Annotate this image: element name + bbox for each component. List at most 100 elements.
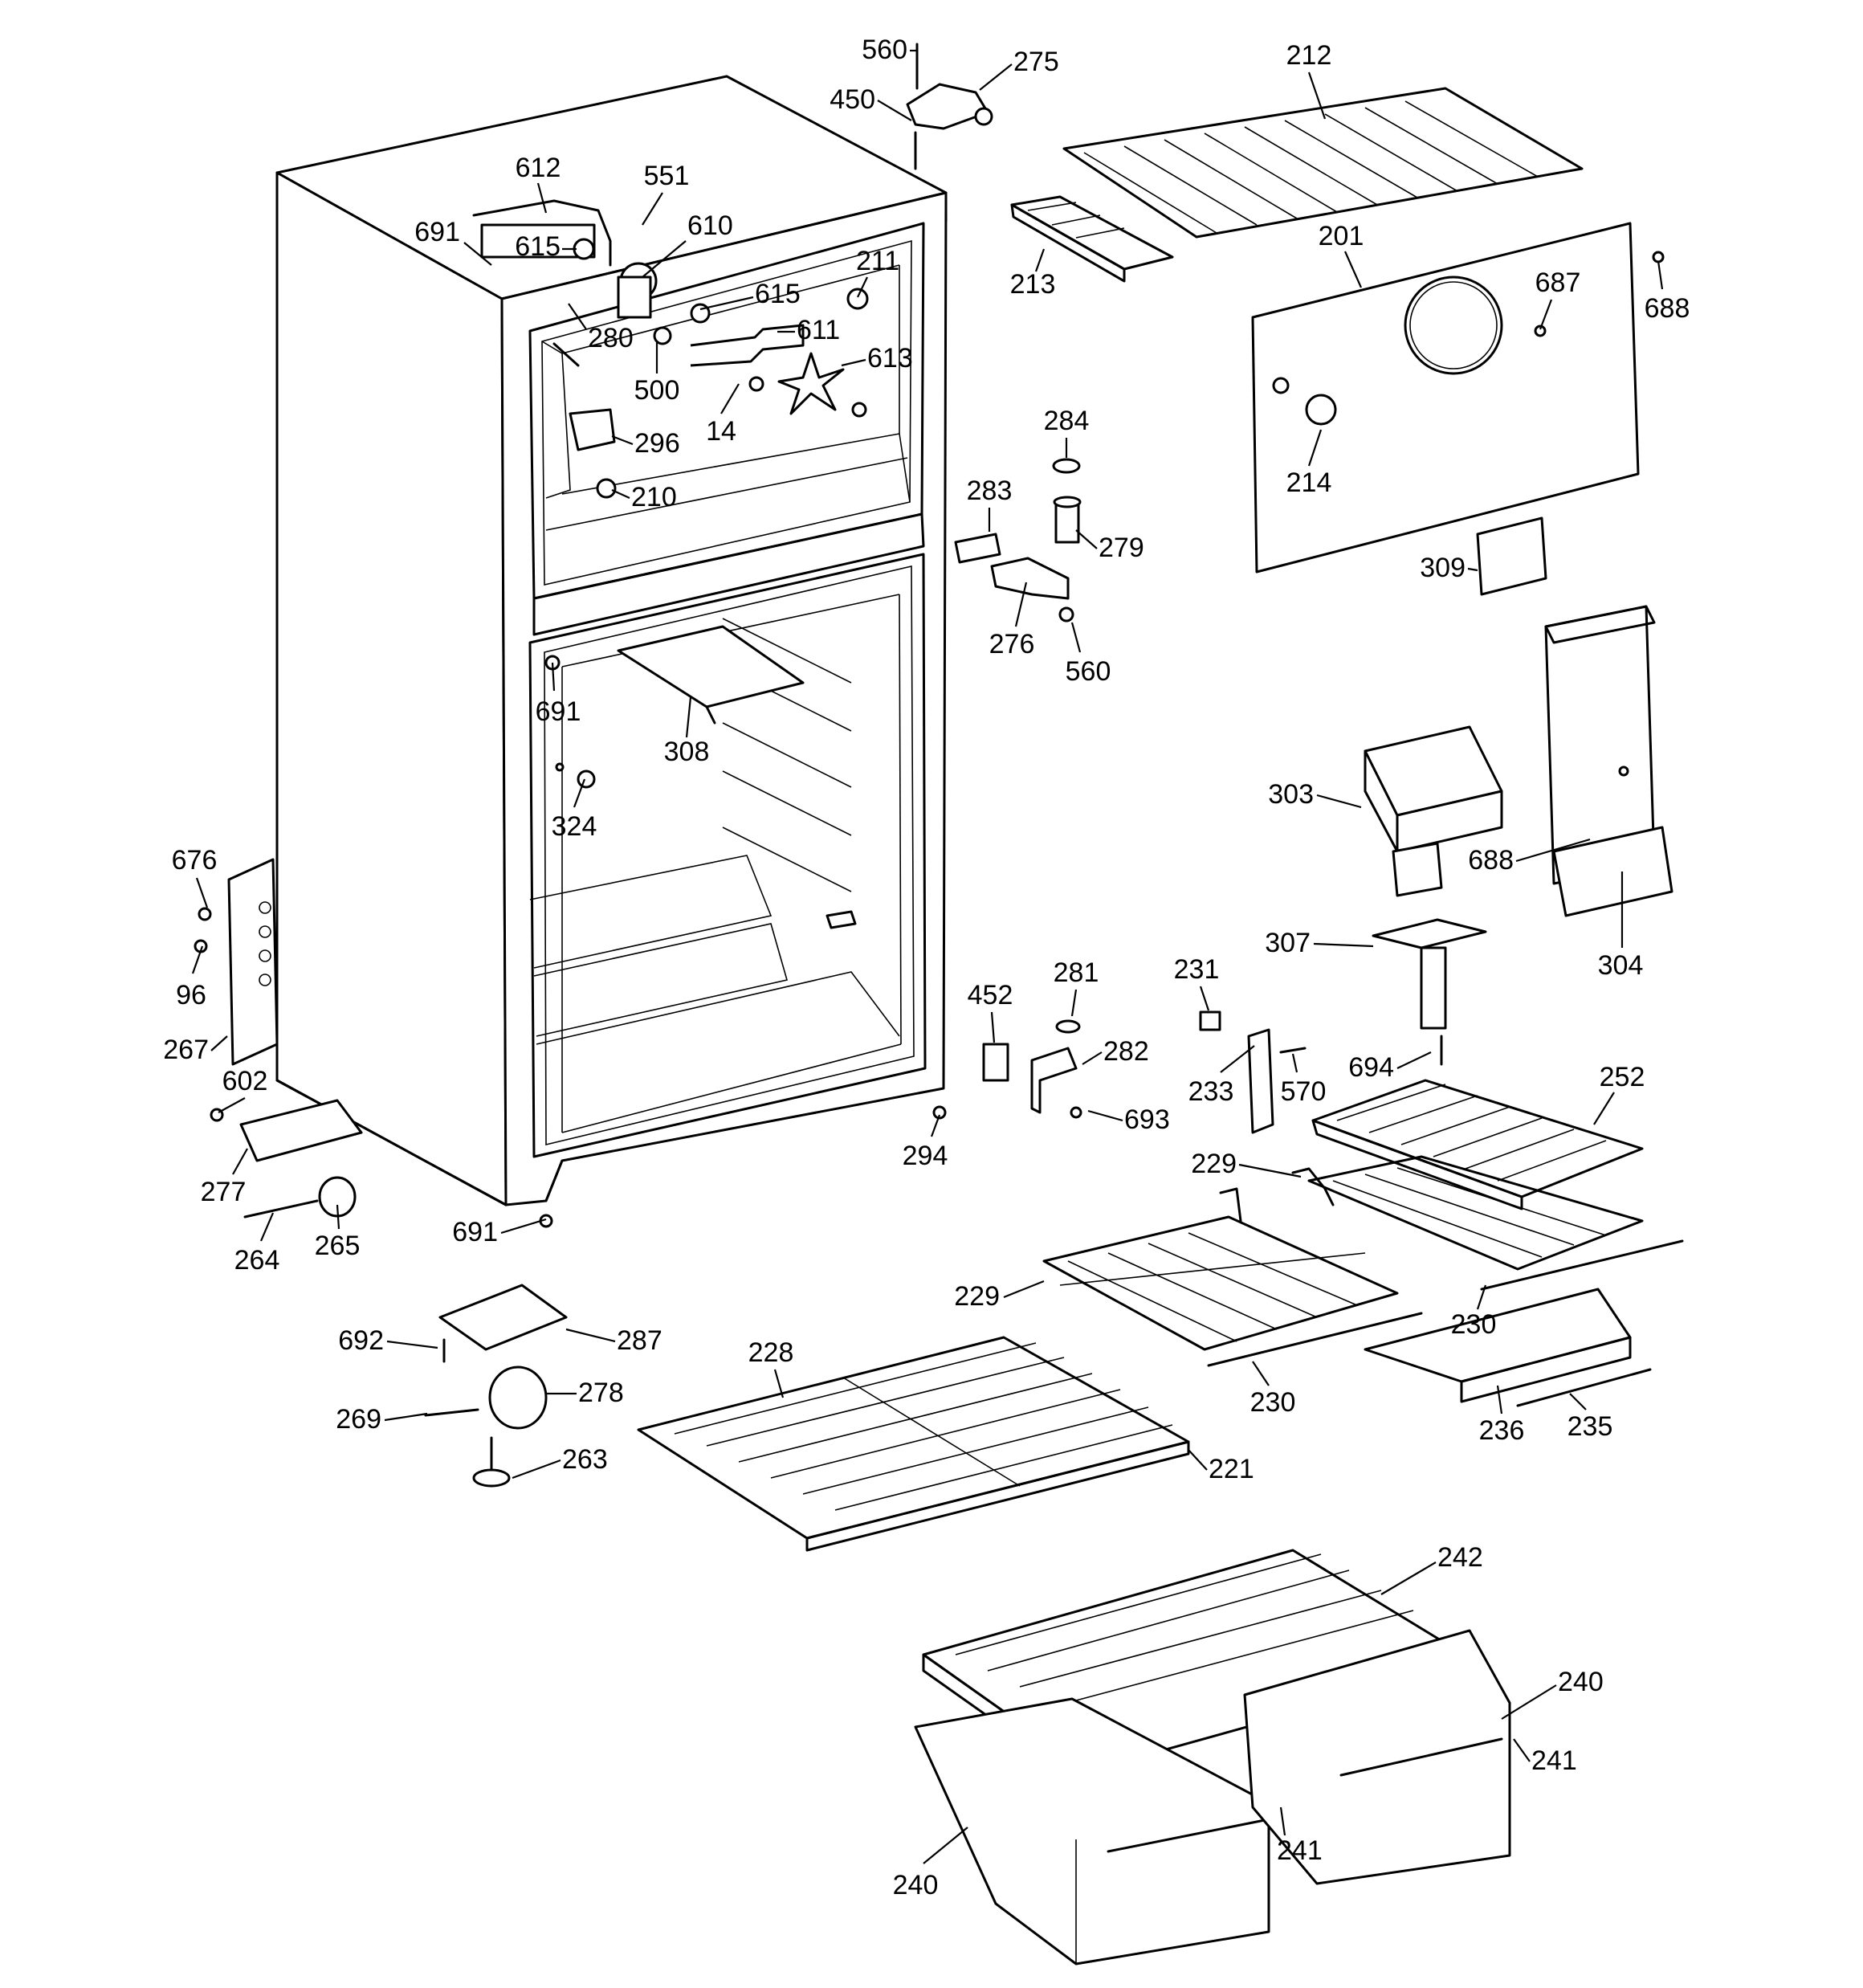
leader-line-309 — [1467, 567, 1478, 572]
leader-line-14 — [720, 383, 740, 414]
part-label-212: 212 — [1286, 40, 1332, 71]
part-label-687: 687 — [1535, 267, 1581, 298]
fresh-food-components — [544, 625, 857, 929]
leader-line-691 — [463, 242, 492, 266]
leader-line-229 — [1003, 1280, 1045, 1299]
leader-line-280 — [568, 303, 587, 330]
bottom-hardware — [424, 1105, 947, 1488]
left-hardware — [194, 858, 553, 1228]
leader-line-211 — [857, 276, 868, 298]
leader-line-324 — [573, 778, 586, 808]
leader-line-213 — [1034, 248, 1046, 272]
shelf-support-parts — [1199, 1010, 1307, 1134]
leader-line-263 — [512, 1459, 561, 1480]
air-duct-304 — [1544, 605, 1673, 917]
leader-line-230 — [1252, 1361, 1270, 1386]
leader-line-287 — [565, 1328, 616, 1343]
leader-line-276 — [1014, 582, 1028, 627]
part-label-281: 281 — [1054, 957, 1099, 988]
part-label-233: 233 — [1188, 1076, 1234, 1107]
shelf-229-left — [1042, 1187, 1399, 1351]
part-label-241: 241 — [1277, 1835, 1323, 1866]
part-label-275: 275 — [1013, 47, 1059, 77]
part-label-694: 694 — [1348, 1052, 1394, 1083]
part-label-612: 612 — [516, 153, 561, 183]
part-label-278: 278 — [578, 1378, 624, 1408]
leader-line-229 — [1238, 1163, 1302, 1178]
leader-line-303 — [1316, 794, 1362, 809]
part-label-602: 602 — [222, 1066, 268, 1096]
part-label-570: 570 — [1281, 1076, 1327, 1107]
part-label-691: 691 — [414, 217, 460, 247]
leader-line-676 — [195, 877, 209, 908]
part-label-228: 228 — [748, 1337, 794, 1368]
rail-230-left — [1207, 1312, 1423, 1367]
leader-line-231 — [1199, 986, 1210, 1011]
part-label-282: 282 — [1103, 1036, 1149, 1067]
leader-line-264 — [259, 1212, 275, 1242]
evaporator-cover-201 — [1251, 222, 1665, 574]
leader-line-296 — [611, 435, 634, 446]
part-label-500: 500 — [634, 375, 680, 406]
part-label-304: 304 — [1598, 950, 1644, 981]
part-label-201: 201 — [1319, 221, 1364, 251]
part-label-560: 560 — [1066, 656, 1111, 687]
part-label-693: 693 — [1124, 1104, 1170, 1135]
part-label-277: 277 — [201, 1177, 247, 1207]
part-label-307: 307 — [1265, 928, 1311, 958]
part-label-230: 230 — [1250, 1387, 1296, 1418]
part-label-241: 241 — [1531, 1745, 1577, 1776]
part-label-294: 294 — [903, 1141, 948, 1171]
leader-line-269 — [384, 1412, 428, 1422]
part-label-263: 263 — [562, 1444, 608, 1475]
leader-line-688 — [1657, 260, 1664, 290]
part-label-296: 296 — [634, 428, 680, 459]
leader-line-602 — [218, 1097, 246, 1113]
part-label-229: 229 — [1191, 1149, 1237, 1179]
part-label-276: 276 — [989, 629, 1035, 659]
shelf-229-right — [1291, 1155, 1644, 1271]
part-label-242: 242 — [1437, 1542, 1483, 1573]
part-label-279: 279 — [1099, 533, 1144, 563]
leader-line-692 — [386, 1340, 438, 1349]
leader-line-236 — [1496, 1385, 1503, 1414]
part-label-615: 615 — [755, 279, 801, 309]
leader-line-275 — [979, 63, 1013, 91]
rail-230-right — [1480, 1239, 1684, 1291]
part-label-610: 610 — [687, 210, 733, 241]
freezer-components — [472, 199, 869, 499]
part-label-560: 560 — [862, 35, 907, 65]
part-label-283: 283 — [967, 476, 1013, 506]
part-label-611: 611 — [797, 315, 840, 345]
leader-line-307 — [1313, 942, 1374, 948]
part-label-235: 235 — [1567, 1411, 1613, 1442]
leader-line-450 — [877, 100, 912, 121]
part-label-96: 96 — [176, 980, 206, 1010]
part-label-236: 236 — [1479, 1415, 1525, 1446]
label-309 — [1476, 516, 1547, 596]
part-label-221: 221 — [1209, 1454, 1254, 1484]
leader-line-691 — [500, 1218, 547, 1235]
part-label-284: 284 — [1044, 406, 1090, 436]
leader-line-240 — [1501, 1684, 1557, 1720]
part-label-229: 229 — [954, 1281, 1000, 1312]
control-307 — [1372, 918, 1487, 1030]
part-label-267: 267 — [163, 1035, 209, 1065]
leader-line-240 — [923, 1827, 968, 1864]
ice-tray-213 — [1010, 195, 1174, 283]
part-label-691: 691 — [452, 1217, 498, 1247]
part-label-615: 615 — [515, 231, 561, 262]
part-label-450: 450 — [830, 84, 875, 115]
lower-hinge-parts — [982, 1019, 1082, 1119]
leader-line-241 — [1279, 1806, 1286, 1836]
leader-line-96 — [191, 945, 204, 974]
part-label-230: 230 — [1451, 1309, 1497, 1340]
leader-line-570 — [1291, 1053, 1298, 1073]
part-label-688: 688 — [1645, 293, 1690, 324]
leader-line-230 — [1476, 1284, 1487, 1310]
part-label-287: 287 — [617, 1325, 662, 1356]
leader-line-308 — [685, 696, 692, 738]
part-label-688: 688 — [1468, 845, 1514, 876]
trim-235 — [1516, 1368, 1652, 1407]
